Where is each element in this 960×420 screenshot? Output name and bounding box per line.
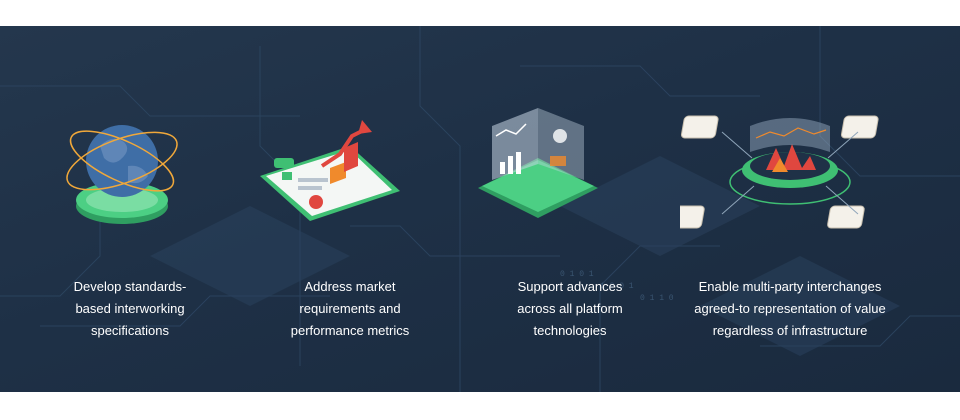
network-hub-icon bbox=[680, 115, 879, 229]
platform-cube-icon bbox=[478, 108, 598, 218]
svg-text:0 1 0 1: 0 1 0 1 bbox=[560, 270, 594, 279]
circuit-background: 0 1 0 1 1 0 0 1 0 1 1 0 bbox=[0, 26, 960, 392]
feature-market: Address market requirements and performa… bbox=[240, 26, 460, 392]
feature-standards: Develop standards- based interworking sp… bbox=[20, 26, 240, 392]
feature-caption: Address market requirements and performa… bbox=[290, 279, 410, 338]
globe-icon bbox=[66, 125, 178, 224]
hero-banner: 0 1 0 1 1 0 0 1 0 1 1 0 Develop standard… bbox=[0, 26, 960, 392]
feature-caption: Enable multi-party interchanges agreed-t… bbox=[694, 279, 886, 338]
feature-interchange: Enable multi-party interchanges agreed-t… bbox=[680, 26, 900, 392]
feature-platform: Support advances across all platform tec… bbox=[460, 26, 680, 392]
svg-text:0 1 1 0: 0 1 1 0 bbox=[640, 294, 674, 303]
market-chart-icon bbox=[260, 120, 400, 221]
feature-caption: Develop standards- based interworking sp… bbox=[73, 279, 187, 338]
feature-caption: Support advances across all platform tec… bbox=[517, 279, 623, 338]
svg-text:1 0 0 1: 1 0 0 1 bbox=[600, 282, 634, 291]
